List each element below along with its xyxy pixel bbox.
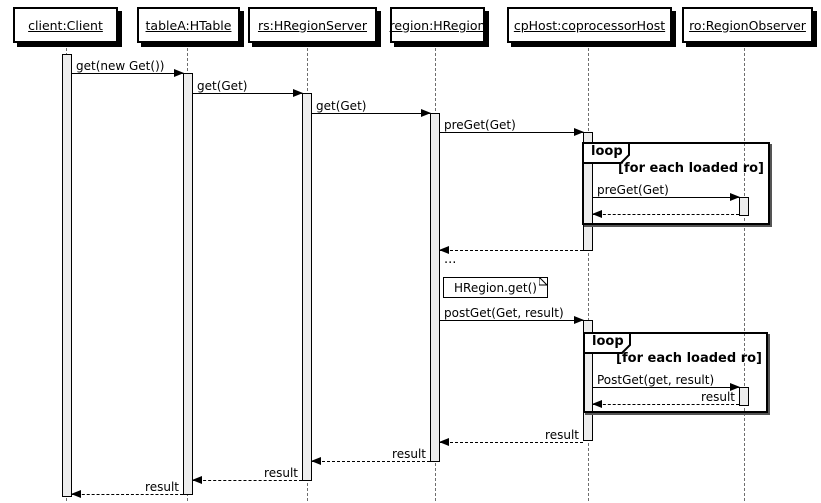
participant-cphost: cpHost:coprocessorHost bbox=[507, 7, 672, 43]
arrowhead-icon bbox=[174, 69, 184, 77]
activation-ro-2 bbox=[739, 387, 749, 406]
loop-operator-1: loop bbox=[591, 144, 623, 159]
activation-rs bbox=[302, 93, 312, 481]
arrowhead-icon bbox=[311, 457, 321, 465]
message-label: result bbox=[145, 480, 179, 494]
message-label: preGet(Get) bbox=[597, 183, 669, 197]
message-label: result bbox=[392, 447, 426, 461]
note-label: HRegion.get() bbox=[454, 280, 537, 295]
activation-region bbox=[430, 113, 440, 462]
participant-label: cpHost:coprocessorHost bbox=[513, 17, 666, 33]
arrowhead-icon bbox=[71, 490, 81, 498]
participant-label: rs:HRegionServer bbox=[257, 17, 368, 33]
participant-ro: ro:RegionObserver bbox=[682, 7, 813, 43]
activation-client bbox=[62, 54, 72, 497]
message-label: PostGet(get, result) bbox=[597, 373, 715, 387]
message-label: get(Get) bbox=[316, 99, 367, 113]
participant-label: ro:RegionObserver bbox=[689, 17, 806, 33]
arrowhead-icon bbox=[293, 89, 303, 97]
message-postget-outer: postGet(Get, result) bbox=[440, 306, 584, 324]
note-fold-icon bbox=[539, 277, 548, 286]
participant-label: region:HRegion bbox=[389, 17, 486, 33]
lifeline-ro bbox=[744, 43, 745, 501]
participant-rs: rs:HRegionServer bbox=[248, 7, 377, 43]
arrowhead-icon bbox=[730, 383, 740, 391]
participant-label: tableA:HTable bbox=[145, 17, 232, 33]
message-preget-inner: preGet(Get) bbox=[593, 183, 740, 201]
ellipsis-text: ... bbox=[444, 252, 457, 267]
participant-client: client:Client bbox=[13, 7, 118, 43]
message-postget-inner: PostGet(get, result) bbox=[593, 373, 740, 391]
return-result-rs-tablea: result bbox=[192, 466, 302, 484]
activation-ro-1 bbox=[739, 197, 749, 216]
arrowhead-icon bbox=[574, 316, 584, 324]
loop-fragment-1: loop [for each loaded ro] bbox=[582, 142, 770, 225]
return-cphost-region-1 bbox=[439, 246, 583, 254]
message-label: preGet(Get) bbox=[444, 118, 516, 132]
participant-label: client:Client bbox=[28, 17, 103, 33]
return-result-tablea-client: result bbox=[71, 480, 183, 498]
lifeline-cpHost bbox=[588, 43, 589, 501]
arrowhead-icon bbox=[592, 210, 602, 218]
loop-condition-2: [for each loaded ro] bbox=[616, 351, 762, 366]
message-label: postGet(Get, result) bbox=[444, 306, 564, 320]
return-ro-cphost-1 bbox=[592, 210, 739, 218]
message-get-1: get(Get) bbox=[193, 79, 303, 97]
arrowhead-icon bbox=[574, 128, 584, 136]
arrowhead-icon bbox=[192, 476, 202, 484]
participant-tablea: tableA:HTable bbox=[137, 7, 240, 43]
message-get-2: get(Get) bbox=[312, 99, 431, 117]
loop-tab-shape-1 bbox=[582, 142, 630, 164]
loop-condition-1: [for each loaded ro] bbox=[618, 161, 764, 176]
message-label: get(Get) bbox=[197, 79, 248, 93]
loop-operator-2: loop bbox=[592, 334, 624, 349]
return-result-cphost-region: result bbox=[439, 428, 583, 446]
arrowhead-icon bbox=[439, 438, 449, 446]
message-preget-outer: preGet(Get) bbox=[440, 118, 584, 136]
message-label: result bbox=[701, 390, 735, 404]
message-get-new-get: get(new Get()) bbox=[72, 59, 184, 77]
arrowhead-icon bbox=[592, 400, 602, 408]
message-label: get(new Get()) bbox=[76, 59, 165, 73]
arrowhead-icon bbox=[439, 246, 449, 254]
loop-fragment-2: loop [for each loaded ro] bbox=[583, 332, 768, 413]
arrowhead-icon bbox=[730, 193, 740, 201]
loop-tab-shape-2 bbox=[583, 332, 631, 354]
message-label: result bbox=[545, 428, 579, 442]
return-result-region-rs: result bbox=[311, 447, 430, 465]
message-label: result bbox=[264, 466, 298, 480]
return-result-ro-cphost: result bbox=[592, 390, 739, 408]
arrowhead-icon bbox=[421, 109, 431, 117]
note-hregion-get: HRegion.get() bbox=[443, 277, 548, 298]
participant-region: region:HRegion bbox=[390, 7, 485, 43]
activation-tableA bbox=[183, 73, 193, 495]
